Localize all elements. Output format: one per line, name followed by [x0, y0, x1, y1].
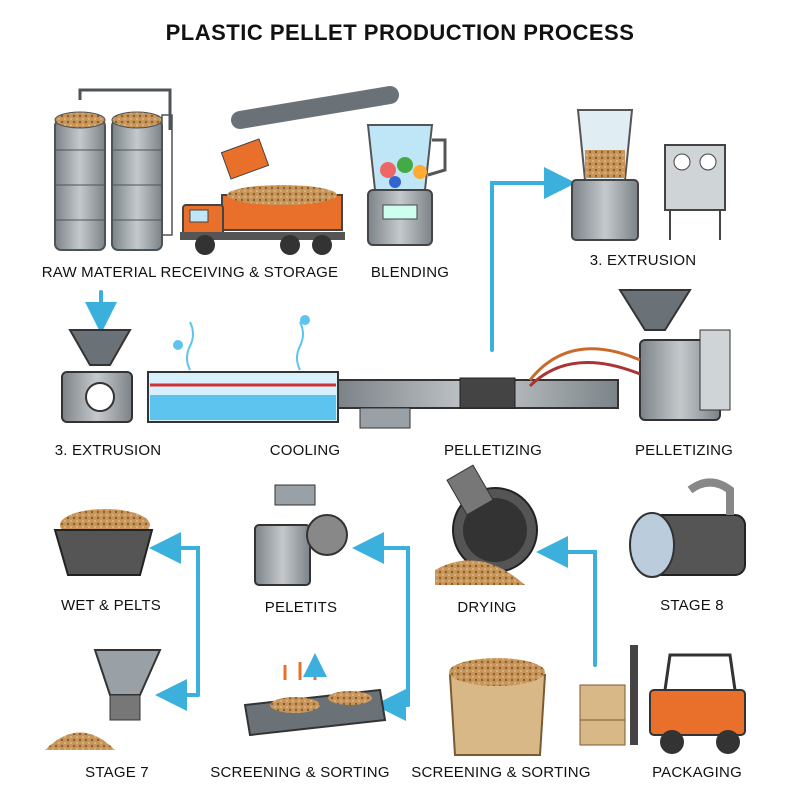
label-pelletizing-mid: PELLETIZING	[443, 442, 543, 459]
sieve-drum-icon	[629, 478, 746, 578]
cooling-bath-icon	[147, 315, 339, 423]
hopper-icon	[45, 649, 162, 750]
label-extrusion-top: 3. EXTRUSION	[589, 252, 697, 269]
screening-tray-icon	[243, 662, 387, 737]
label-stage7: STAGE 7	[85, 764, 149, 781]
bulk-bag-icon	[448, 658, 547, 756]
arrow-drying-to-peletits	[352, 532, 410, 707]
dryer-icon	[435, 464, 538, 585]
label-pelletizing-right: PELLETIZING	[634, 442, 734, 459]
blender-icon	[571, 109, 726, 241]
label-peletits: PELETITS	[264, 599, 338, 616]
label-screening-2: SCREENING & SORTING	[411, 764, 591, 781]
label-packaging: PACKAGING	[652, 764, 742, 781]
flow-arrows	[85, 167, 597, 721]
label-cooling: COOLING	[269, 442, 341, 459]
forklift-icon	[579, 645, 746, 754]
blender-icon	[366, 124, 447, 246]
label-raw-material: RAW MATERIAL RECEIVING & STORAGE	[41, 264, 339, 281]
label-stage8: STAGE 8	[660, 597, 724, 614]
arrow-peletits-to-wet	[149, 532, 200, 697]
pelletizer-icon	[254, 484, 348, 586]
pelletizer-icon	[337, 289, 731, 429]
label-wet-pelts: WET & PELTS	[60, 597, 162, 614]
diagram-title: PLASTIC PELLET PRODUCTION PROCESS	[165, 20, 635, 45]
extruder-icon	[61, 329, 133, 423]
label-blending: BLENDING	[370, 264, 450, 281]
label-drying: DRYING	[457, 599, 517, 616]
arrow-stage8-to-drying	[536, 536, 597, 667]
label-extrusion-left: 3. EXTRUSION	[54, 442, 162, 459]
bin-icon	[53, 509, 154, 576]
label-screening-1: SCREENING & SORTING	[210, 764, 390, 781]
arrow-pelletizing-to-extrusion	[490, 167, 576, 352]
dump-truck-icon	[180, 86, 399, 255]
silo-icon	[54, 88, 173, 251]
